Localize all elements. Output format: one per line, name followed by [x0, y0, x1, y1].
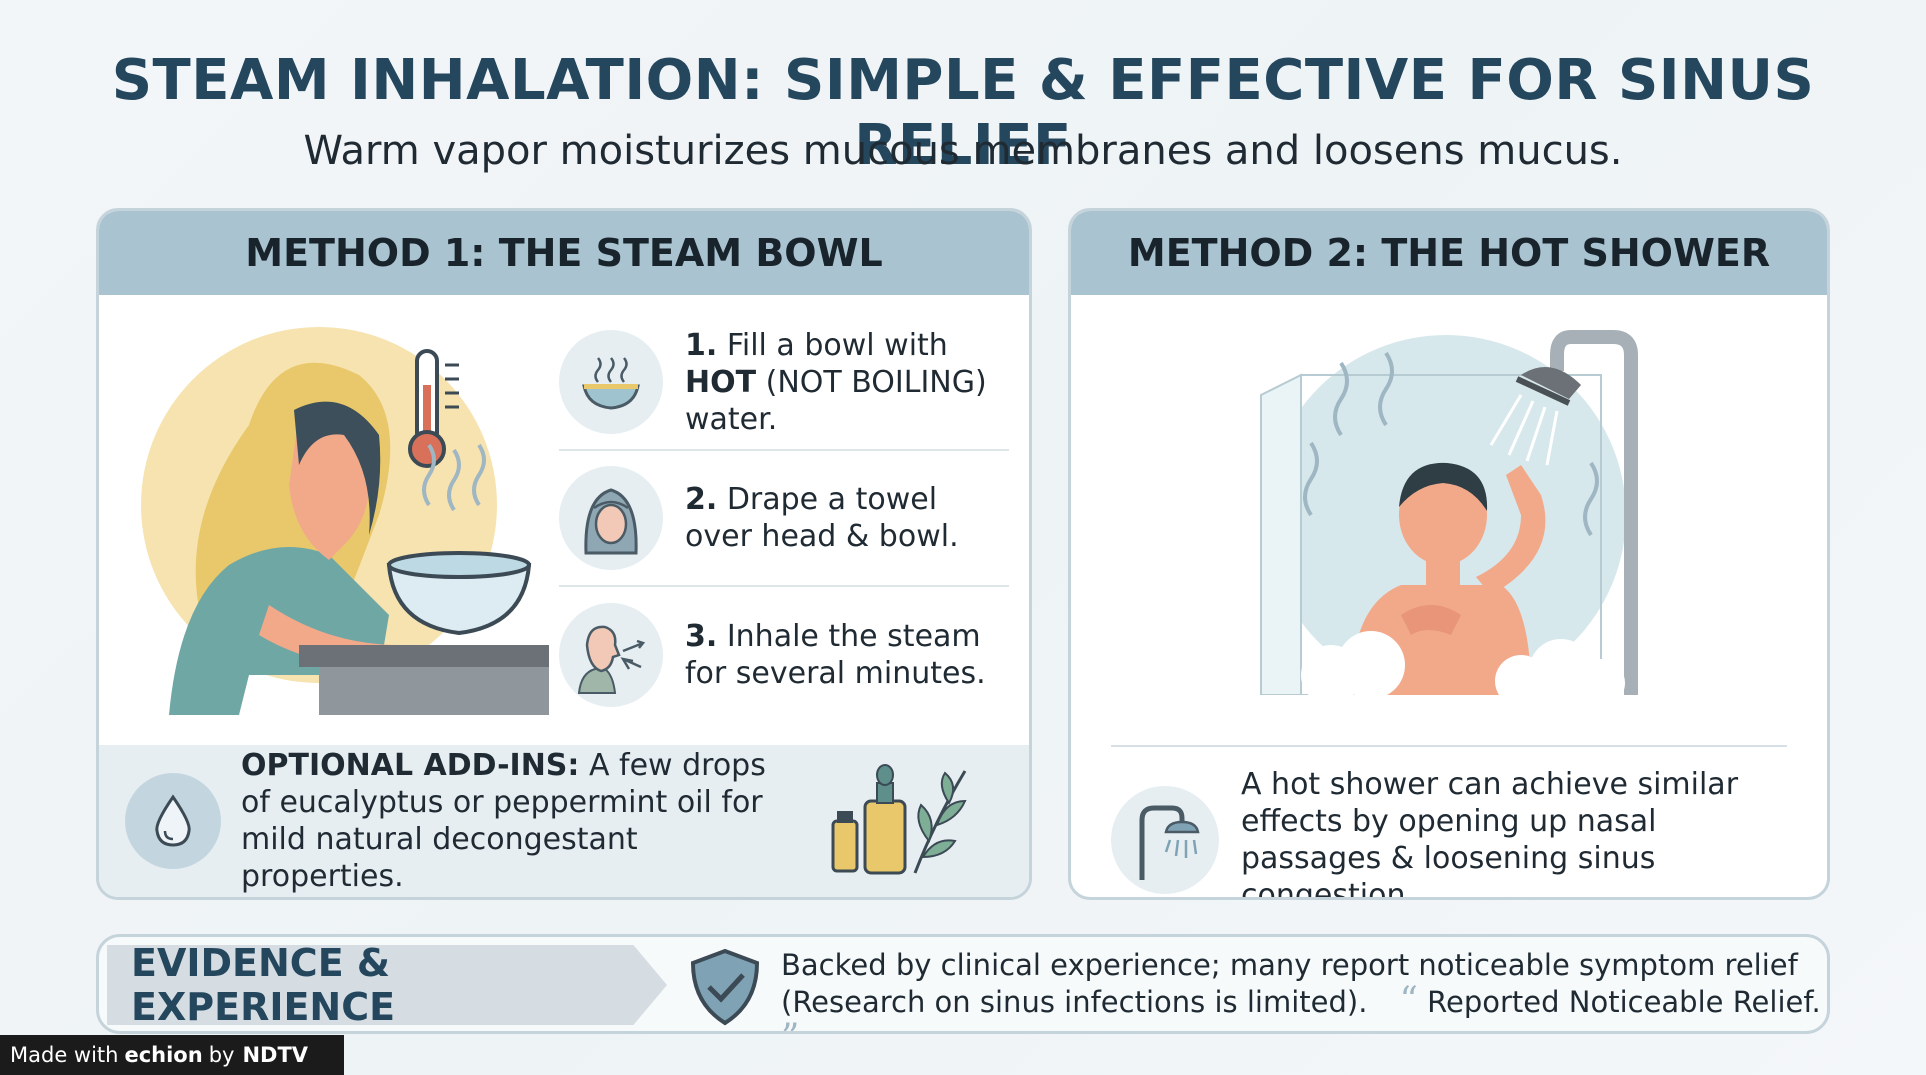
footer-brand: echion: [124, 1043, 203, 1067]
method2-panel: METHOD 2: THE HOT SHOWER: [1068, 208, 1830, 900]
evidence-bar: EVIDENCE & EXPERIENCE Backed by clinical…: [96, 934, 1830, 1034]
step-2-text: 2. Drape a towel over head & bowl.: [685, 482, 959, 554]
evidence-line-2: (Research on sinus infections is limited…: [781, 980, 1827, 1032]
steam-bowl-illustration-icon: [141, 327, 549, 715]
essential-oil-bottle-icon: [831, 764, 967, 875]
footer-by: by: [208, 1043, 235, 1067]
page-title: STEAM INHALATION: SIMPLE & EFFECTIVE FOR…: [111, 48, 1815, 178]
step-1: 1. Fill a bowl with HOT (NOT BOILING) wa…: [559, 315, 1009, 451]
evidence-label: EVIDENCE & EXPERIENCE: [107, 945, 667, 1025]
addins-text: OPTIONAL ADD-INS: A few drops of eucalyp…: [241, 748, 766, 894]
open-quote-icon: “: [1376, 980, 1418, 1021]
step-2: 2. Drape a towel over head & bowl.: [559, 451, 1009, 587]
shower-note-text: A hot shower can achieve similar effects…: [1241, 767, 1739, 900]
optional-addins: OPTIONAL ADD-INS: A few drops of eucalyp…: [99, 745, 1029, 897]
evidence-quote: Reported Noticeable Relief.: [1427, 985, 1821, 1019]
step-1-text: 1. Fill a bowl with HOT (NOT BOILING) wa…: [685, 327, 987, 437]
method2-title: METHOD 2: THE HOT SHOWER: [1071, 211, 1827, 295]
method1-steps: 1. Fill a bowl with HOT (NOT BOILING) wa…: [559, 315, 1009, 723]
method1-title: METHOD 1: THE STEAM BOWL: [99, 211, 1029, 295]
footer-credit: Made with echion by NDTV: [0, 1035, 344, 1075]
close-quote-icon: ”: [781, 1017, 799, 1032]
inhale-icon: [559, 603, 663, 707]
step-3: 3. Inhale the steam for several minutes.: [559, 587, 1009, 723]
shield-check-icon: [690, 948, 760, 1026]
step-3-text: 3. Inhale the steam for several minutes.: [685, 619, 986, 691]
evidence-text: Backed by clinical experience; many repo…: [781, 947, 1827, 1032]
evidence-line-1: Backed by clinical experience; many repo…: [781, 948, 1798, 982]
water-drop-icon: [125, 773, 221, 869]
footer-made-with: Made with: [10, 1043, 119, 1067]
steaming-bowl-icon: [559, 330, 663, 434]
method2-divider: [1111, 745, 1787, 747]
page-subtitle: Warm vapor moisturizes mucous membranes …: [303, 128, 1623, 174]
footer-brand-2: NDTV: [242, 1043, 309, 1067]
shower-note: A hot shower can achieve similar effects…: [1111, 766, 1801, 900]
towel-head-icon: [559, 466, 663, 570]
method1-panel: METHOD 1: THE STEAM BOWL: [96, 208, 1032, 900]
shower-head-icon: [1111, 786, 1219, 894]
hot-shower-illustration-icon: [1260, 330, 1638, 695]
